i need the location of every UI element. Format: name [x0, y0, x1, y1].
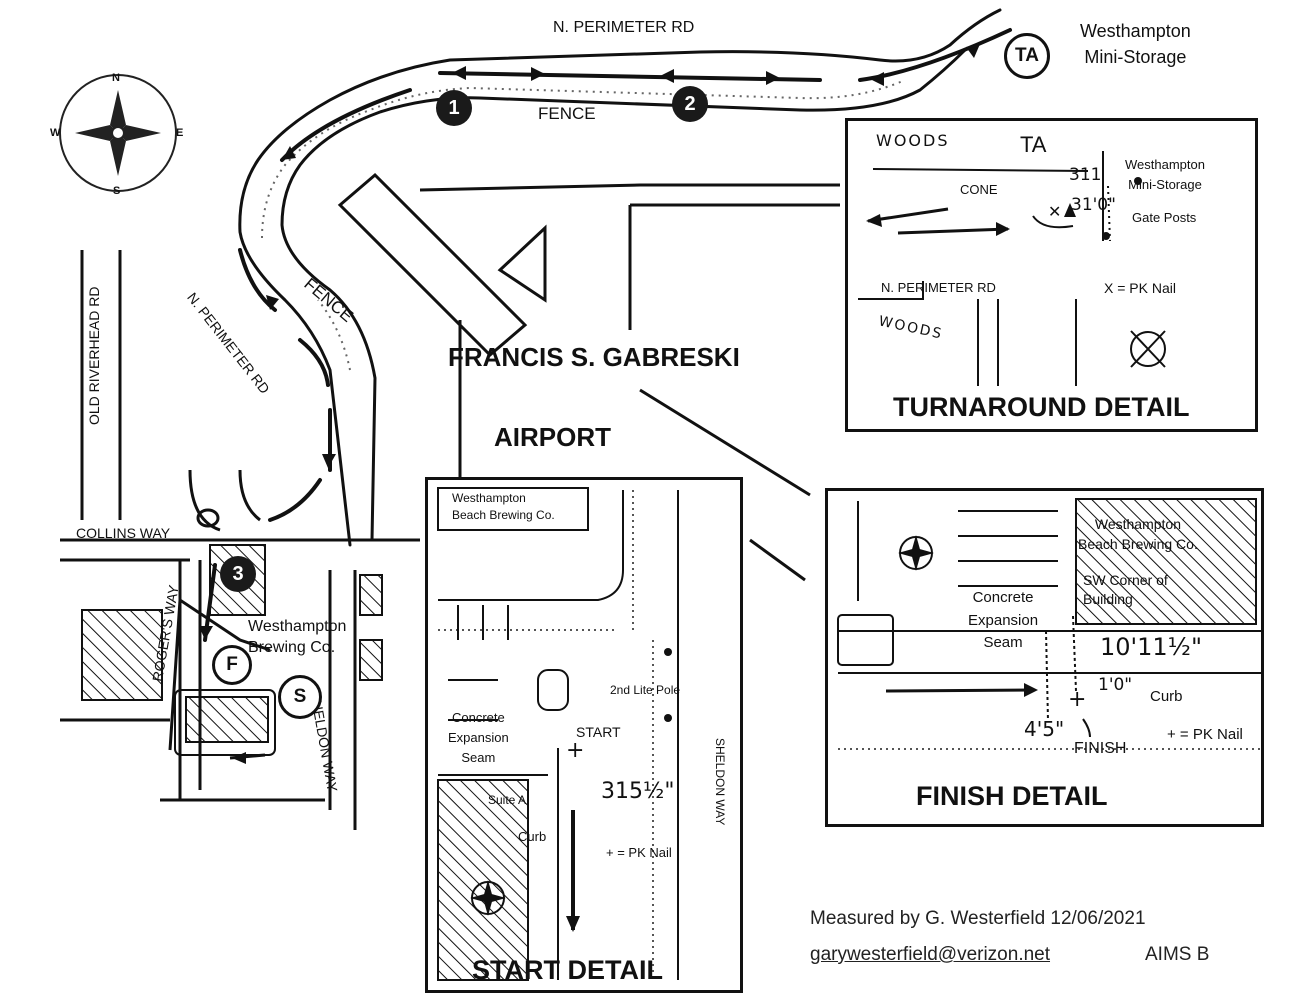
- finish-curb-label: Curb: [1150, 688, 1183, 705]
- airport-name-line1: FRANCIS S. GABRESKI: [448, 342, 740, 372]
- marker-2: 2: [672, 86, 708, 122]
- start-detail-linework: +: [437, 487, 679, 981]
- standard-label: AIMS B: [1145, 944, 1210, 965]
- compass-e-label: E: [176, 127, 184, 139]
- local-roads: [60, 250, 420, 830]
- start-label: START: [576, 724, 621, 740]
- distance-310-label: 31'0": [1071, 195, 1116, 215]
- finish-distance-side-label: 4'5": [1024, 717, 1065, 741]
- fence-label-top: FENCE: [538, 104, 596, 123]
- finish-distance-main-label: 10'11½": [1100, 633, 1202, 661]
- road-label-collins-way: COLLINS WAY: [76, 525, 171, 541]
- turnaround-detail-linework: ✕: [858, 151, 1166, 386]
- n-perimeter-road: [238, 8, 1002, 547]
- turnaround-detail-panel: ✕ WOODS TA Westhampton Mini-Storage CONE…: [845, 118, 1258, 432]
- measured-by-label: Measured by G. Westerfield 12/06/2021: [810, 908, 1146, 929]
- marker-1: 1: [436, 90, 472, 126]
- road-label: N. PERIMETER RD: [881, 280, 996, 295]
- westhampton-mini-storage-label: Westhampton Mini-Storage: [1080, 21, 1191, 68]
- road-label-n-perimeter-top: N. PERIMETER RD: [553, 19, 695, 36]
- pk-nail-x-mark: ✕: [1048, 202, 1061, 221]
- compass-w-label: W: [50, 127, 61, 139]
- marker-3: 3: [220, 556, 256, 592]
- marker-finish: F: [212, 645, 252, 685]
- start-curb-label: Curb: [518, 829, 547, 844]
- start-compass-icon: [470, 880, 506, 916]
- route-arrowheads: [199, 44, 980, 640]
- finish-compass-icon: [898, 535, 934, 571]
- finish-distance-curb-label: 1'0": [1098, 675, 1133, 695]
- westhampton-brewing-label: Westhampton Brewing Co.: [248, 618, 347, 656]
- ta-label: TA: [1020, 132, 1047, 157]
- pk-nail-legend: X = PK Nail: [1104, 280, 1176, 296]
- lite-pole-label: 2nd Lite Pole: [610, 683, 681, 697]
- distance-311-label: 311: [1069, 165, 1102, 185]
- start-brewing-label: Westhampton Beach Brewing Co.: [452, 491, 555, 522]
- airport-runways: [337, 172, 840, 582]
- finish-pk-nail-legend: + = PK Nail: [1167, 726, 1243, 743]
- turnaround-compass-icon: [1130, 330, 1166, 368]
- email-label: garywesterfield@verizon.net: [810, 944, 1051, 965]
- road-label-old-riverhead: OLD RIVERHEAD RD: [86, 286, 102, 425]
- compass-rose-icon: [59, 74, 177, 192]
- cone-label: CONE: [960, 182, 998, 197]
- compass-n-label: N: [112, 72, 120, 84]
- airport-name-line2: AIRPORT: [494, 422, 611, 452]
- finish-brewing-label: Westhampton Beach Brewing Co.: [1078, 516, 1198, 552]
- compass-s-label: S: [113, 185, 121, 197]
- marker-start: S: [278, 675, 322, 719]
- pk-nail-plus-mark: +: [566, 738, 584, 763]
- finish-detail-title: FINISH DETAIL: [916, 781, 1108, 811]
- pk-nail-plus-mark: +: [1068, 687, 1086, 712]
- finish-label: FINISH: [1074, 740, 1127, 757]
- start-pk-nail-legend: + = PK Nail: [606, 845, 672, 860]
- suite-a-label: Suite A: [488, 793, 527, 807]
- start-detail-panel: + Westhampton Beach Brewing Co. 2nd Lite…: [425, 477, 743, 993]
- woods-top-label: WOODS: [876, 131, 950, 150]
- start-detail-title: START DETAIL: [472, 955, 663, 985]
- finish-detail-linework: +: [837, 498, 1261, 750]
- finish-seam-label: Concrete Expansion Seam: [968, 589, 1039, 651]
- start-seam-label: Concrete Expansion Seam: [448, 710, 509, 766]
- start-sheldon-way-label: SHELDON WAY: [713, 738, 727, 826]
- finish-detail-panel: + Westhampton Beach Brewing Co. SW Corne…: [825, 488, 1264, 827]
- mini-storage-label: Westhampton Mini-Storage: [1125, 157, 1205, 192]
- gate-posts-label: Gate Posts: [1132, 210, 1197, 225]
- start-distance-label: 315½": [601, 779, 675, 804]
- marker-turnaround: TA: [1004, 33, 1050, 79]
- turnaround-detail-title: TURNAROUND DETAIL: [893, 392, 1190, 422]
- corner-label: SW Corner of Building: [1083, 572, 1168, 607]
